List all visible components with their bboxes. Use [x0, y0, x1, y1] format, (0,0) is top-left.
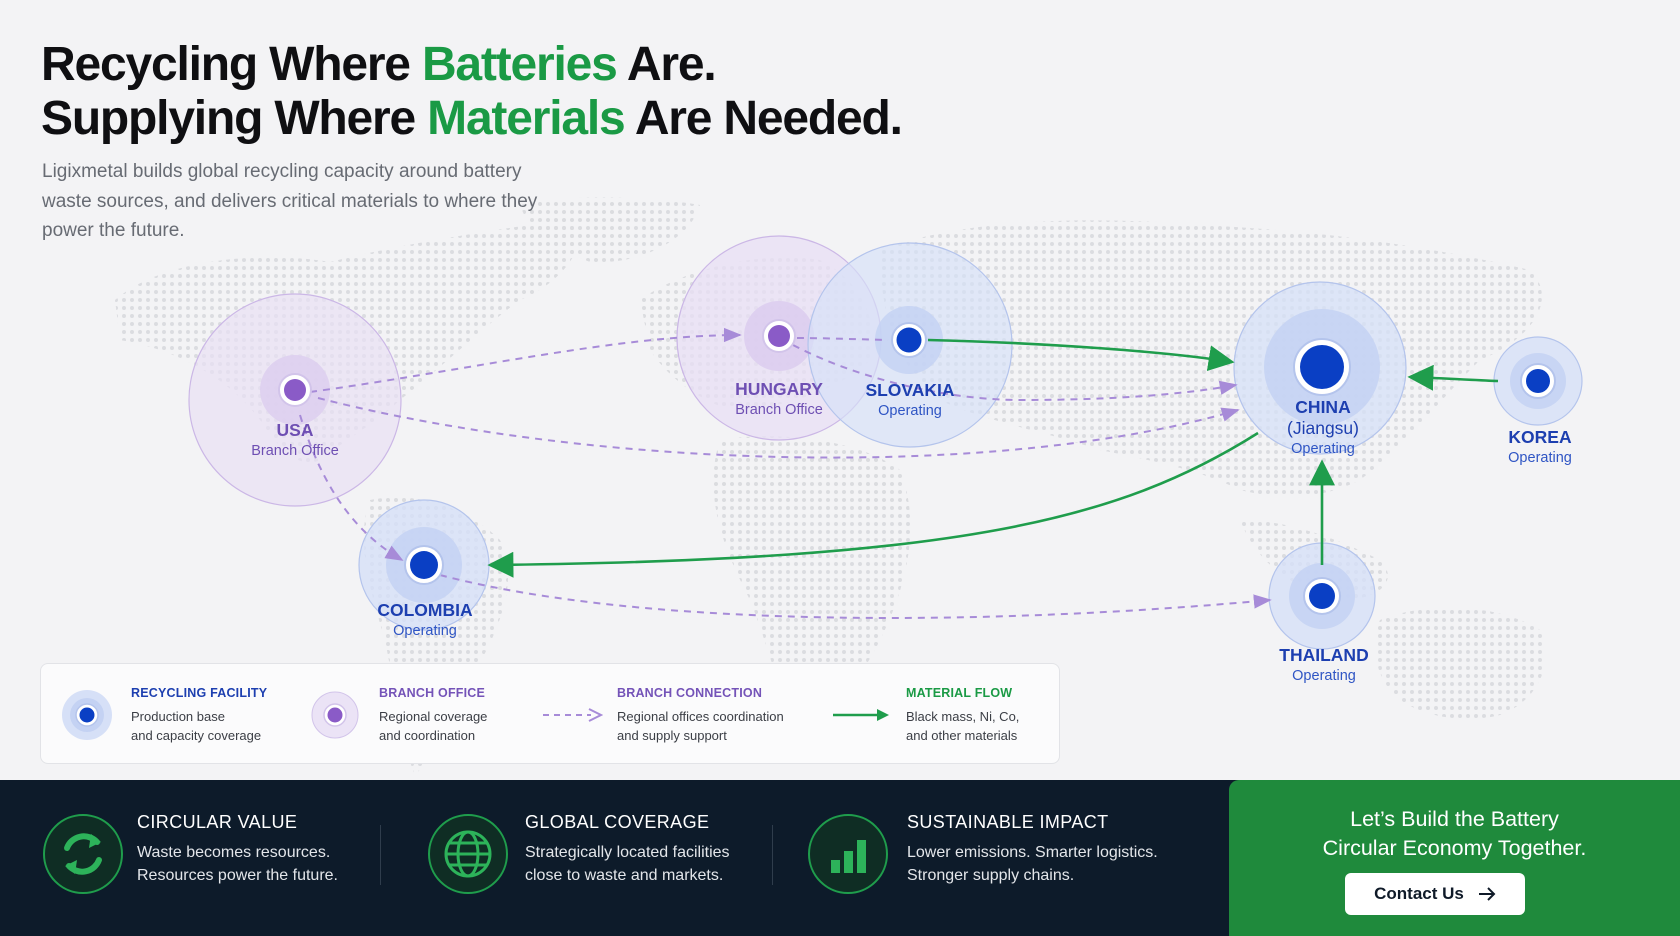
- legend-recycling-desc: Production base and capacity coverage: [131, 709, 262, 743]
- contact-us-button[interactable]: Contact Us: [1345, 873, 1525, 915]
- legend-material-flow: MATERIAL FLOW Black mass, Ni, Co, and ot…: [906, 686, 1019, 745]
- thailand-status: Operating: [1292, 668, 1356, 684]
- footer-divider: [380, 825, 381, 885]
- hungary-to-china-connection: [792, 344, 1238, 402]
- china-label: CHINA (Jiangsu) Operating: [1287, 397, 1359, 459]
- legend-branch-title: BRANCH OFFICE: [379, 686, 486, 700]
- hungary-to-slovakia-connection: [796, 337, 889, 341]
- slovakia-marker: [891, 322, 927, 358]
- footer-divider: [772, 825, 773, 885]
- africa: [713, 436, 911, 730]
- slovakia-label: SLOVAKIA Operating: [865, 380, 954, 421]
- colombia-status: Operating: [393, 623, 457, 639]
- legend-branch-connection: BRANCH CONNECTION Regional offices coord…: [617, 686, 784, 745]
- globe-icon: [428, 814, 508, 894]
- china-region: (Jiangsu): [1287, 418, 1359, 438]
- material-flow-legend-icon: [833, 709, 889, 721]
- korea-name: KOREA: [1508, 427, 1572, 447]
- hungary-name: HUNGARY: [735, 379, 823, 399]
- headline-line2-accent: Materials: [427, 92, 626, 145]
- legend-connection-title: BRANCH CONNECTION: [617, 686, 763, 700]
- slovakia-name: SLOVAKIA: [865, 380, 955, 400]
- thailand-marker: [1303, 577, 1341, 615]
- recycle-icon: [43, 814, 123, 894]
- slovakia-status: Operating: [878, 403, 942, 419]
- legend-recycling-title: RECYCLING FACILITY: [131, 686, 268, 700]
- korea-status: Operating: [1508, 450, 1572, 466]
- contact-us-label: Contact Us: [1374, 884, 1464, 903]
- korea-to-china-flow: [1407, 364, 1499, 391]
- headline-line1-accent: Batteries: [421, 38, 618, 91]
- china-to-colombia-flow: [487, 431, 1259, 578]
- greenland: [520, 197, 700, 263]
- korea-marker: [1520, 363, 1556, 399]
- usa-to-hungary-connection: [309, 327, 742, 393]
- thailand-label: THAILAND Operating: [1279, 645, 1368, 686]
- colombia-name: COLOMBIA: [377, 600, 473, 620]
- node-markers: [278, 319, 1556, 615]
- usa-to-china-connection: [317, 397, 1240, 459]
- branch-connections: [299, 327, 1272, 619]
- colombia-label: COLOMBIA Operating: [377, 600, 472, 641]
- world-map: [115, 197, 1583, 775]
- legend-flow-desc: Black mass, Ni, Co, and other materials: [906, 709, 1020, 743]
- slovakia-to-china-flow: [927, 338, 1235, 372]
- feature-circular-desc: Waste becomes resources. Resources power…: [137, 844, 338, 884]
- hungary-marker: [762, 319, 796, 353]
- colombia-marker: [404, 545, 444, 585]
- feature-sustainable-desc: Lower emissions. Smarter logistics. Stro…: [907, 844, 1158, 884]
- feature-circular-title: CIRCULAR VALUE: [137, 812, 298, 832]
- feature-global-desc: Strategically located facilities close t…: [525, 844, 730, 884]
- material-flows: [487, 338, 1499, 578]
- hungary-label: HUNGARY Branch Office: [735, 379, 823, 420]
- feature-global-title: GLOBAL COVERAGE: [525, 812, 710, 832]
- arrow-right-icon: [1478, 887, 1496, 901]
- legend-flow-title: MATERIAL FLOW: [906, 686, 1013, 700]
- usa-status: Branch Office: [251, 443, 339, 459]
- china-marker: [1293, 338, 1351, 396]
- subtitle: Ligixmetal builds global recycling capac…: [42, 161, 538, 241]
- china-name: CHINA: [1295, 397, 1351, 417]
- feature-circular-value: CIRCULAR VALUE Waste becomes resources. …: [137, 812, 338, 887]
- usa-to-colombia-connection: [299, 414, 404, 561]
- branch-office-legend-icon: [311, 691, 359, 739]
- feature-sustainable-title: SUSTAINABLE IMPACT: [907, 812, 1109, 832]
- usa-label: USA Branch Office: [251, 420, 339, 461]
- headline-line-2: Supplying Where Materials Are Needed.: [41, 92, 903, 146]
- map-legend: RECYCLING FACILITY Production base and c…: [40, 663, 1060, 764]
- headline-line-1: Recycling Where Batteries Are.: [41, 38, 902, 92]
- legend-recycling-facility: RECYCLING FACILITY Production base and c…: [131, 686, 267, 745]
- australia: [1374, 607, 1546, 719]
- cta-panel: Let’s Build the Battery Circular Economy…: [1229, 780, 1680, 936]
- feature-global-coverage: GLOBAL COVERAGE Strategically located fa…: [525, 812, 730, 887]
- hungary-status: Branch Office: [735, 402, 823, 418]
- thailand-name: THAILAND: [1279, 645, 1369, 665]
- headline: Recycling Where Batteries Are. Supplying…: [41, 38, 903, 146]
- headline-line1-start: Recycling Where: [41, 38, 422, 91]
- legend-branch-office: BRANCH OFFICE Regional coverage and coor…: [379, 686, 487, 745]
- branch-connection-legend-icon: [543, 708, 603, 722]
- usa-marker: [278, 373, 312, 407]
- cta-text: Let’s Build the Battery Circular Economy…: [1322, 807, 1587, 860]
- legend-connection-desc: Regional offices coordination and supply…: [617, 709, 784, 743]
- bar-chart-icon: [808, 814, 888, 894]
- headline-line1-end: Are.: [616, 38, 717, 91]
- korea-label: KOREA Operating: [1508, 427, 1572, 468]
- feature-sustainable-impact: SUSTAINABLE IMPACT Lower emissions. Smar…: [907, 812, 1158, 887]
- colombia-to-thailand-connection: [439, 574, 1272, 619]
- headline-line2-end: Are Needed.: [624, 92, 903, 145]
- usa-name: USA: [276, 420, 314, 440]
- recycling-facility-legend-icon: [62, 690, 112, 740]
- legend-branch-desc: Regional coverage and coordination: [379, 709, 488, 743]
- china-status: Operating: [1291, 441, 1355, 457]
- map-canvas: [115, 197, 1583, 775]
- headline-line2-start: Supplying Where: [41, 92, 428, 145]
